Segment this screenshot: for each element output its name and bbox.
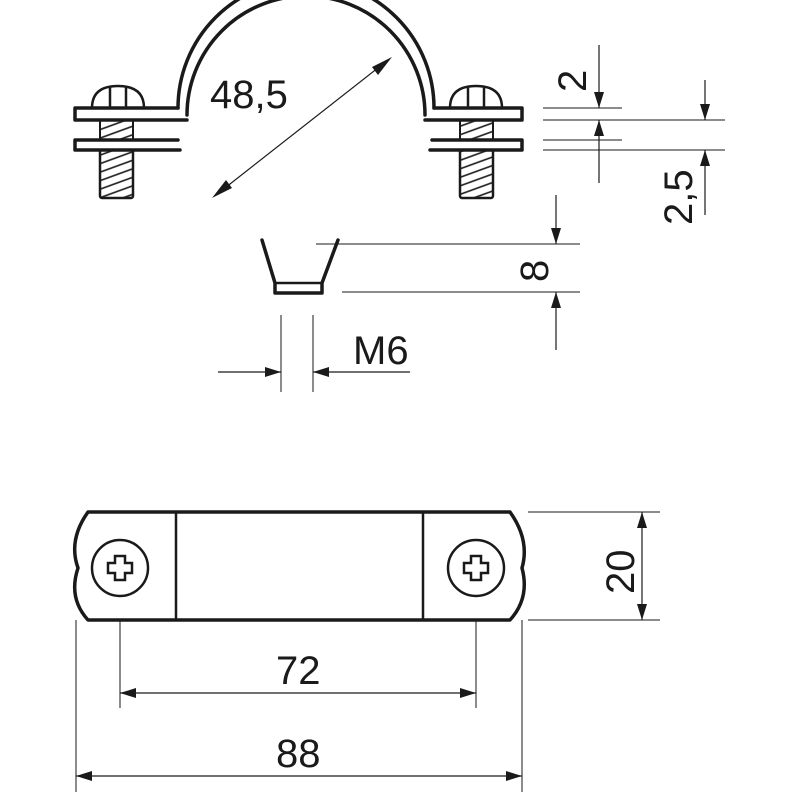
screw-thread-icon	[98, 148, 135, 200]
diameter-dimension: 48,5	[210, 57, 392, 198]
diameter-label: 48,5	[210, 73, 288, 117]
screw-thread-icon	[99, 119, 134, 141]
right-screw	[448, 84, 504, 200]
left-screw	[90, 84, 146, 200]
screw-thread-icon	[459, 119, 494, 141]
clamp-ring-outer	[176, 0, 436, 110]
hole-spacing-label: 72	[276, 649, 321, 693]
band-thickness-label: 2	[551, 70, 595, 92]
phillips-slot-icon	[462, 554, 490, 582]
width-label: 20	[599, 550, 643, 595]
screw-head-icon	[448, 84, 504, 110]
left-upper-flange	[73, 106, 189, 122]
thread-label: M6	[353, 329, 409, 373]
clamp-front-view: 48,5 2 2,5	[73, 0, 725, 392]
clamp-top-view: 20 72 88	[72, 510, 660, 792]
thread-dimension: M6	[218, 315, 410, 392]
nut-height-label: 8	[513, 260, 557, 282]
clamp-gap-dimension: 2,5	[612, 80, 725, 225]
overall-length-dimension: 88	[75, 620, 523, 792]
clamp-ring-inner	[185, 0, 427, 117]
screw-thread-icon	[458, 148, 495, 200]
weld-nut	[260, 238, 340, 295]
left-lower-flange	[73, 138, 182, 152]
screw-head-icon	[90, 84, 146, 110]
strap-outline	[72, 510, 526, 622]
right-lower-flange	[428, 138, 524, 152]
screw-head-icon	[90, 538, 150, 598]
band-thickness-dimension: 2	[543, 45, 622, 183]
overall-length-label: 88	[276, 732, 321, 776]
hole-spacing-dimension: 72	[119, 620, 477, 708]
left-screw-top	[90, 538, 150, 598]
right-screw-top	[446, 538, 506, 598]
right-upper-flange	[423, 106, 524, 122]
clamp-gap-label: 2,5	[657, 169, 701, 225]
screw-head-icon	[446, 538, 506, 598]
phillips-slot-icon	[106, 554, 134, 582]
width-dimension: 20	[528, 511, 660, 621]
nut-height-dimension: 8	[316, 195, 580, 350]
